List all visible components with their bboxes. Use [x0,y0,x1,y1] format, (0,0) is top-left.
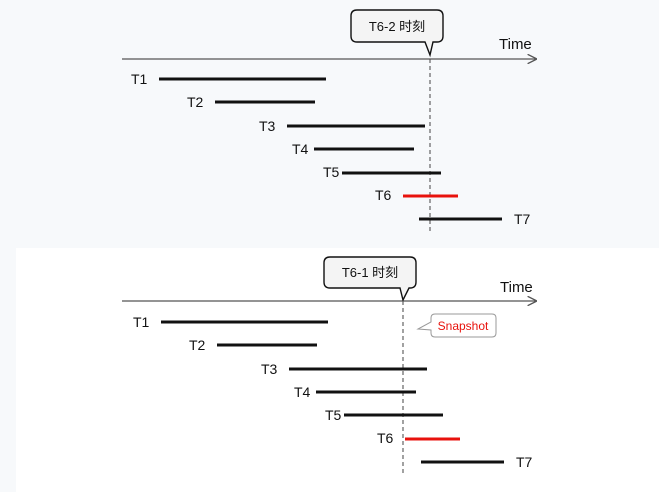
bottom-diagram: Time T6-1 时刻 Snapshot T1 T2 T3 T4 T5 T6 … [122,256,536,476]
top-diagram: Time T6-2 时刻 T1 T2 T3 T4 T5 T6 T7 [122,9,536,232]
snapshot-callout: Snapshot [416,313,497,338]
top-task-label-t3: T3 [259,118,276,134]
top-callout: T6-2 时刻 [350,9,444,58]
snapshot-label: Snapshot [438,319,489,333]
top-task-label-t4: T4 [292,141,309,157]
bottom-task-label-t5: T5 [325,407,342,423]
top-axis-label: Time [499,36,532,53]
bottom-task-label-t7: T7 [516,454,533,470]
top-callout-text: T6-2 时刻 [369,19,425,34]
bottom-task-label-t2: T2 [189,337,206,353]
top-task-label-t6: T6 [375,187,392,203]
bottom-task-label-t3: T3 [261,361,278,377]
bottom-callout: T6-1 时刻 [323,256,417,303]
top-task-label-t7: T7 [514,211,531,227]
top-task-label-t2: T2 [187,94,204,110]
bottom-callout-text: T6-1 时刻 [342,265,398,280]
top-task-label-t5: T5 [323,164,340,180]
bottom-task-label-t4: T4 [294,384,311,400]
bottom-axis-label: Time [500,279,533,296]
bottom-task-label-t6: T6 [377,430,394,446]
bottom-task-label-t1: T1 [133,314,150,330]
top-task-label-t1: T1 [131,71,148,87]
top-panel [0,0,659,248]
